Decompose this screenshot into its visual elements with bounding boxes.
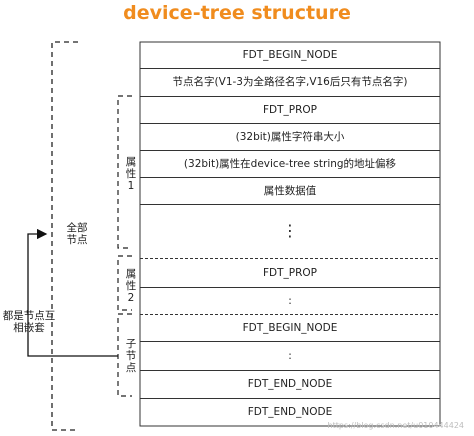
attr1-label: 属性1 xyxy=(125,156,137,192)
structure-cell: (32bit)属性在device-tree string的地址偏移 xyxy=(183,157,397,170)
structure-cell: ⋮ xyxy=(282,221,298,240)
structure-cell: FDT_BEGIN_NODE xyxy=(242,321,338,334)
structure-cell: FDT_BEGIN_NODE xyxy=(242,49,338,61)
all-nodes-bracket xyxy=(51,41,78,431)
structure-cell: 属性数据值 xyxy=(263,184,317,197)
structure-cell: FDT_PROP xyxy=(262,266,317,279)
attr1-bracket xyxy=(117,95,132,249)
child-node-label: 子节点 xyxy=(125,338,137,374)
attr2-label: 属性2 xyxy=(125,268,137,304)
child-node-bracket xyxy=(117,313,132,397)
nesting-arrow xyxy=(27,228,118,357)
structure-cell: : xyxy=(288,349,292,362)
nested-label: 都是节点互相嵌套 xyxy=(2,310,56,334)
all-nodes-label: 全部节点 xyxy=(66,222,88,246)
structure-cell: : xyxy=(288,294,292,307)
structure-cell: 节点名字(V1-3为全路径名字,V16后只有节点名字) xyxy=(172,76,408,88)
diagram-title: device-tree structure xyxy=(123,2,351,24)
table-outline xyxy=(139,41,441,427)
structure-cell: FDT_END_NODE xyxy=(247,378,333,390)
structure-cell: FDT_PROP xyxy=(262,103,317,116)
watermark: https://blog.csdn.net/u010444424 xyxy=(327,421,464,430)
structure-cell: FDT_END_NODE xyxy=(247,406,333,418)
structure-cell: (32bit)属性字符串大小 xyxy=(235,130,345,143)
attr2-bracket xyxy=(117,255,132,311)
